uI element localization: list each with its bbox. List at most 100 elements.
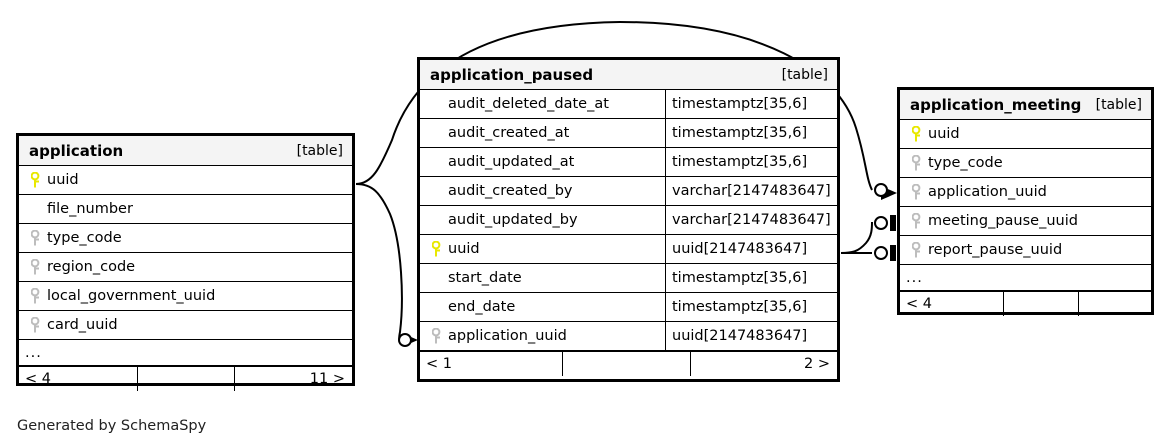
column-type: varchar[2147483647] <box>665 177 837 205</box>
column-cell: card_uuid <box>19 311 352 339</box>
table-row[interactable]: audit_updated_by varchar[2147483647] <box>420 206 837 235</box>
table-row[interactable]: report_pause_uuid <box>900 236 1151 265</box>
primary-key-icon <box>426 240 448 258</box>
table-row[interactable]: type_code <box>19 224 352 253</box>
footer-parent-count[interactable]: < 4 <box>906 296 932 312</box>
table-row[interactable]: uuid <box>19 166 352 195</box>
table-row[interactable]: audit_created_at timestamptz[35,6] <box>420 119 837 148</box>
foreign-key-icon <box>25 258 47 276</box>
table-application[interactable]: application [table] uuid file_number typ… <box>16 133 355 391</box>
column-cell: type_code <box>900 149 1151 177</box>
column-type: timestamptz[35,6] <box>665 148 837 176</box>
foreign-key-icon <box>25 316 47 334</box>
more-columns-indicator: ... <box>900 265 1151 291</box>
footer-middle <box>1003 292 1078 316</box>
footer-middle <box>137 367 234 391</box>
footer-parent-count[interactable]: < 1 <box>426 356 452 372</box>
table-application-paused-footer: < 1 2 > <box>420 351 837 376</box>
column-name: local_government_uuid <box>47 288 216 304</box>
table-row[interactable]: file_number <box>19 195 352 224</box>
column-cell: audit_deleted_date_at <box>420 90 665 118</box>
table-row[interactable]: region_code <box>19 253 352 282</box>
column-name: uuid <box>928 126 960 142</box>
table-row[interactable]: start_date timestamptz[35,6] <box>420 264 837 293</box>
footer-child-count[interactable]: 11 > <box>234 367 352 391</box>
column-cell: audit_created_by <box>420 177 665 205</box>
column-name: type_code <box>47 230 122 246</box>
table-application-kind: [table] <box>296 142 343 159</box>
table-application-meeting-footer: < 4 <box>900 291 1151 316</box>
table-application-title: application <box>29 141 124 160</box>
table-application-header: application [table] <box>19 136 352 166</box>
table-row[interactable]: application_uuid uuid[2147483647] <box>420 322 837 351</box>
table-row[interactable]: uuid <box>900 120 1151 149</box>
table-row[interactable]: uuid uuid[2147483647] <box>420 235 837 264</box>
generated-by-note: Generated by SchemaSpy <box>17 418 207 434</box>
column-name: end_date <box>448 299 516 315</box>
column-name: audit_created_by <box>448 183 573 199</box>
foreign-key-icon <box>25 229 47 247</box>
column-cell: application_uuid <box>420 322 665 350</box>
table-row[interactable]: audit_created_by varchar[2147483647] <box>420 177 837 206</box>
column-name: meeting_pause_uuid <box>928 213 1078 229</box>
more-columns-indicator: ... <box>19 340 352 366</box>
table-row[interactable]: audit_deleted_date_at timestamptz[35,6] <box>420 90 837 119</box>
column-name: file_number <box>47 201 133 217</box>
column-cell: uuid <box>19 166 352 194</box>
table-application-meeting-header: application_meeting [table] <box>900 90 1151 120</box>
column-cell: region_code <box>19 253 352 281</box>
table-row[interactable]: audit_updated_at timestamptz[35,6] <box>420 148 837 177</box>
footer-middle <box>562 352 690 376</box>
column-name: start_date <box>448 270 522 286</box>
column-name: type_code <box>928 155 1003 171</box>
table-application-meeting-kind: [table] <box>1095 96 1142 113</box>
column-cell: uuid <box>900 120 1151 148</box>
column-type: uuid[2147483647] <box>665 235 837 263</box>
table-row[interactable]: type_code <box>900 149 1151 178</box>
column-name: application_uuid <box>928 184 1047 200</box>
table-row[interactable]: card_uuid <box>19 311 352 340</box>
table-row[interactable]: local_government_uuid <box>19 282 352 311</box>
column-type: timestamptz[35,6] <box>665 90 837 118</box>
table-application-paused-kind: [table] <box>781 66 828 83</box>
column-name: application_uuid <box>448 328 567 344</box>
column-cell: start_date <box>420 264 665 292</box>
foreign-key-icon <box>906 183 928 201</box>
column-type: varchar[2147483647] <box>665 206 837 234</box>
column-name: report_pause_uuid <box>928 242 1063 258</box>
table-application-meeting-title: application_meeting <box>910 95 1082 114</box>
column-cell: audit_updated_at <box>420 148 665 176</box>
foreign-key-icon <box>906 241 928 259</box>
edge-application-to-application-paused <box>355 183 403 342</box>
column-name: uuid <box>448 241 480 257</box>
table-application-paused[interactable]: application_paused [table] audit_deleted… <box>417 57 840 382</box>
footer-child-count[interactable]: 2 > <box>690 352 837 376</box>
table-application-footer: < 4 11 > <box>19 366 352 391</box>
table-row[interactable]: application_uuid <box>900 178 1151 207</box>
column-cell: local_government_uuid <box>19 282 352 310</box>
foreign-key-icon <box>906 154 928 172</box>
column-type: timestamptz[35,6] <box>665 264 837 292</box>
table-row[interactable]: meeting_pause_uuid <box>900 207 1151 236</box>
column-name: uuid <box>47 172 79 188</box>
footer-child-count[interactable] <box>1078 292 1151 316</box>
column-name: audit_updated_by <box>448 212 578 228</box>
column-name: audit_created_at <box>448 125 570 141</box>
column-cell: type_code <box>19 224 352 252</box>
table-application-paused-title: application_paused <box>430 65 594 84</box>
table-application-paused-header: application_paused [table] <box>420 60 837 90</box>
column-type: timestamptz[35,6] <box>665 119 837 147</box>
column-name: region_code <box>47 259 136 275</box>
column-cell: meeting_pause_uuid <box>900 207 1151 235</box>
table-row[interactable]: end_date timestamptz[35,6] <box>420 293 837 322</box>
column-cell: audit_updated_by <box>420 206 665 234</box>
table-application-meeting[interactable]: application_meeting [table] uuid type_co… <box>897 87 1154 316</box>
footer-parent-count[interactable]: < 4 <box>25 371 51 387</box>
column-name: audit_updated_at <box>448 154 575 170</box>
column-cell: end_date <box>420 293 665 321</box>
column-cell: audit_created_at <box>420 119 665 147</box>
edge-paused-to-meeting-pause <box>840 221 873 254</box>
primary-key-icon <box>25 171 47 189</box>
column-type: uuid[2147483647] <box>665 322 837 350</box>
foreign-key-icon <box>906 212 928 230</box>
